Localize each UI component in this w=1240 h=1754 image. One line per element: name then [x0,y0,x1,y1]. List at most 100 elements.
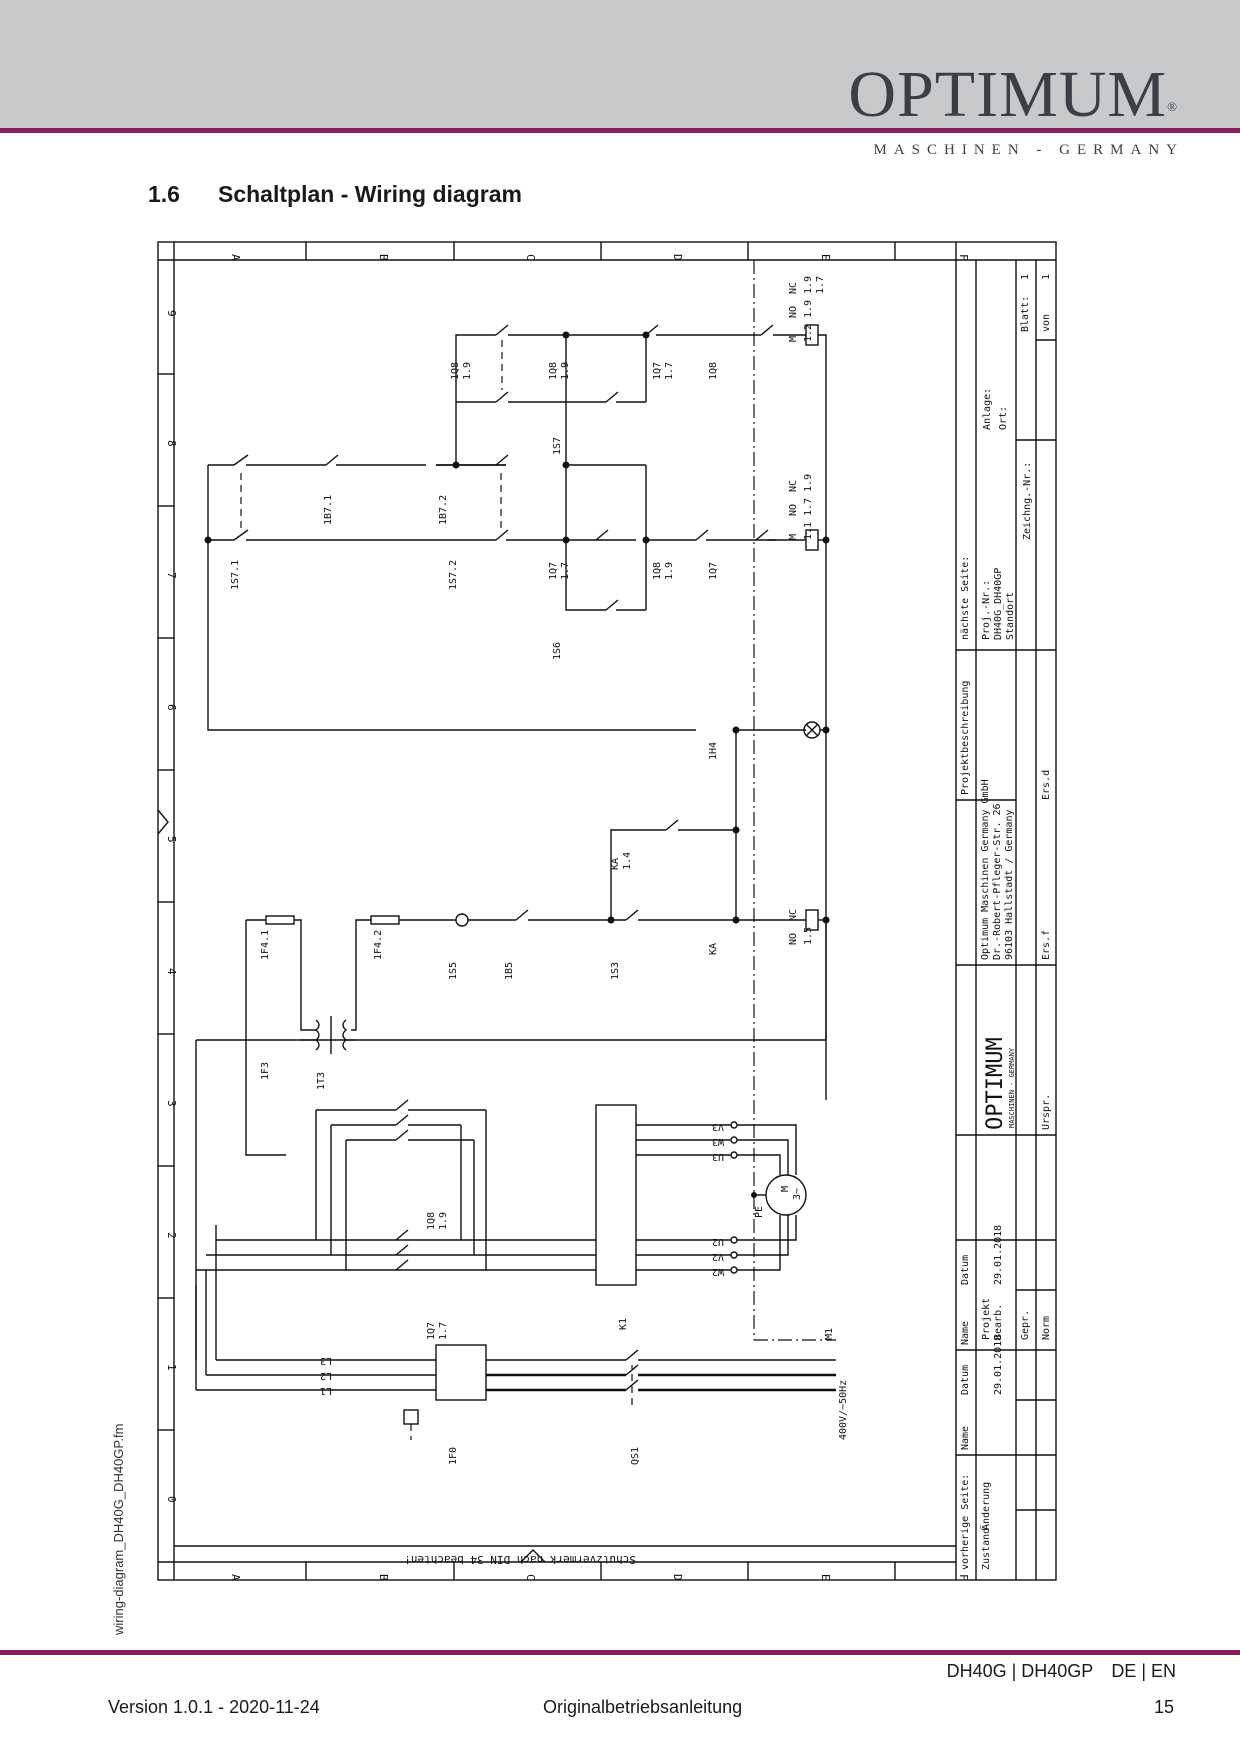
label-1q7-power: 1Q7 [426,1322,437,1340]
col-label-f: F [957,254,970,261]
svg-text:NO: NO [788,306,799,318]
svg-text:Dr.-Robert-Pfleger-Str. 26: Dr.-Robert-Pfleger-Str. 26 [992,803,1003,960]
svg-text:NO: NO [788,504,799,516]
col-label-c-bottom: C [524,1574,537,1581]
ref-1q7-power: 1.7 [438,1322,449,1340]
svg-text:Proj.-Nr.:: Proj.-Nr.: [981,580,992,640]
svg-text:Zustand: Zustand [981,1528,992,1570]
ref-1q7-mid: 1.7 [560,562,571,580]
frame-outer [157,241,1057,1581]
wiring-diagram: A B C D E F A B C D E F 0 1 2 3 4 5 6 7 … [156,240,1058,1587]
svg-text:1.7: 1.7 [803,498,814,516]
footer-rule [0,1650,1240,1655]
svg-text:Urspr.: Urspr. [1041,1094,1052,1130]
terminal-l3: L3 [320,1355,332,1366]
row-label-2: 2 [165,1232,178,1239]
svg-text:1.1: 1.1 [803,522,814,540]
svg-text:Bearb.: Bearb. [993,1304,1004,1340]
svg-text:Projektbeschreibung: Projektbeschreibung [960,681,971,795]
junction-dots [204,331,830,924]
row-ticks [158,373,174,1431]
page-number: 15 [1153,1697,1174,1717]
terminal-labels: L3 L2 L1 V3 W3 U3 U2 V2 W2 400V/~50Hz [320,1121,849,1440]
label-1q8-top: 1Q8 [450,362,461,380]
svg-text:Datum: Datum [960,1255,971,1285]
ref-ka-contact: 1.4 [622,852,633,870]
svg-text:Norm: Norm [1041,1316,1052,1340]
svg-text:29.01.2018: 29.01.2018 [993,1335,1004,1395]
terminal-l2: L2 [320,1370,332,1381]
label-1b7-2: 1B7.2 [438,495,449,525]
logo-word: OPTIMUM [848,58,1168,131]
svg-text:M: M [788,534,799,540]
row-label-5: 5 [165,836,178,843]
label-1s7: 1S7 [552,437,563,455]
label-1f4-1: 1F4.1 [260,930,271,960]
logo-subtitle: MASCHINEN - GERMANY [873,142,1184,158]
row-label-8: 8 [165,440,178,447]
col-label-f-bottom: F [957,1574,970,1581]
section-number: 1.6 [148,181,180,207]
label-1q8-coil: 1Q8 [708,362,719,380]
svg-text:Datum: Datum [960,1365,971,1395]
footer-document-type: Originalbetriebsanleitung [543,1697,743,1717]
fold-mark-left [157,809,169,835]
column-labels-bottom: A B C D E F [229,1574,970,1581]
label-1f3: 1F3 [260,1062,271,1080]
svg-text:nächste Seite:: nächste Seite: [960,556,971,640]
component-labels: 1S7.1 1B7.1 1S7.2 1B7.2 1Q8 1.9 1Q8 1.9 … [230,362,835,1465]
label-ka-contact: KA [610,858,621,870]
language-codes: DE | EN [1111,1661,1176,1681]
svg-text:1.9: 1.9 [803,276,814,294]
title-block-text: nächste Seite: Proj.-Nr.: DH40G_DH40GP S… [960,274,1052,1570]
svg-text:Standort: Standort [1005,592,1016,640]
label-1q7-coil: 1Q7 [708,562,719,580]
terminal-u3: U3 [712,1151,724,1162]
svg-text:1.9: 1.9 [803,300,814,318]
label-1b5: 1B5 [504,962,515,980]
svg-text:Projekt: Projekt [981,1298,992,1340]
svg-text:1.5: 1.5 [803,927,814,945]
label-1h4: 1H4 [708,742,719,760]
label-1b7-1: 1B7.1 [323,495,334,525]
title-block-logo-sub: MASCHINEN - GERMANY [1008,1047,1016,1128]
label-m1: M1 [824,1328,835,1340]
label-1q8-power: 1Q8 [426,1212,437,1230]
col-label-d: D [671,254,684,261]
terminal-v2: V2 [712,1251,724,1262]
svg-text:Blatt:: Blatt: [1020,296,1031,332]
section-heading: Schaltplan - Wiring diagram [218,181,522,207]
label-motor-phase: 3~ [792,1188,803,1200]
terminal-u2: U2 [712,1236,724,1247]
label-1q7-top: 1Q7 [652,362,663,380]
col-label-b-bottom: B [377,1574,390,1581]
label-1q7-mid: 1Q7 [548,562,559,580]
svg-text:NC: NC [788,909,799,921]
control-circuit [195,324,827,1360]
fold-mark-bottom [520,1549,546,1563]
terminal-supply: 400V/~50Hz [838,1380,849,1440]
title-block [956,259,1056,1580]
label-pe: PE [754,1206,765,1218]
optimum-logo: OPTIMUM® MASCHINEN - GERMANY [848,62,1178,159]
label-1s6: 1S6 [552,642,563,660]
col-label-e: E [819,254,832,261]
section-title: 1.6 Schaltplan - Wiring diagram [148,181,522,208]
col-label-b: B [377,254,390,261]
col-label-a: A [229,254,242,261]
row-labels: 0 1 2 3 4 5 6 7 8 9 [165,310,178,1503]
label-1f0: 1F0 [448,1447,459,1465]
power-circuit [195,260,836,1440]
svg-text:Änderung: Änderung [979,1482,992,1530]
row-label-6: 6 [165,704,178,711]
svg-text:DH40G_DH40GP: DH40G_DH40GP [993,568,1004,640]
svg-text:Name: Name [960,1321,971,1345]
svg-text:1.9: 1.9 [803,474,814,492]
terminal-w3: W3 [712,1136,724,1147]
svg-text:1: 1 [1041,274,1052,280]
label-1s5: 1S5 [448,962,459,980]
ref-1q8-mid: 1.9 [560,362,571,380]
svg-text:Ers.f: Ers.f [1041,930,1052,960]
svg-text:vorherige Seite:: vorherige Seite: [960,1474,971,1570]
col-label-a-bottom: A [229,1574,242,1581]
